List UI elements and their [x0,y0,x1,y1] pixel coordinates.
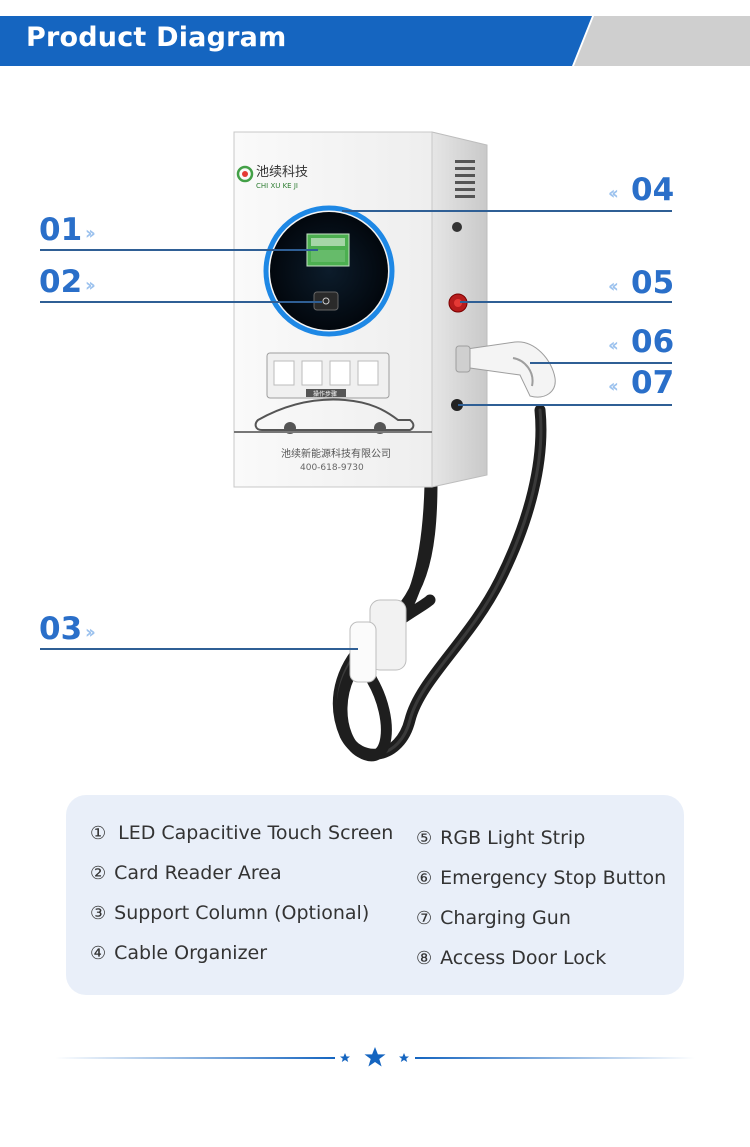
header-bar [0,16,750,66]
rgb-light-strip [263,205,395,337]
star-icon [340,1053,350,1062]
callout-03: 03 [39,611,83,647]
page-title: Product Diagram [26,22,287,53]
cable-holder [349,599,407,683]
svg-text:池续科技: 池续科技 [256,165,308,180]
chevron-right-icon: ›› [85,622,96,643]
star-icon [364,1047,386,1067]
callout-05: 05 [631,265,675,301]
callout-line-01 [40,249,318,251]
legend-card [66,795,684,995]
callout-07: 07 [631,365,675,401]
chevron-left-icon: ‹‹ [608,183,619,204]
charging-gun [455,341,556,398]
callout-line-02 [40,301,322,303]
callout-line-03 [40,648,358,650]
star-icon [399,1053,409,1062]
callout-01: 01 [39,212,83,248]
callout-line-05 [460,301,672,303]
footer-divider [55,1047,695,1067]
charger-illustration: 池续科技 CHI XU KE JI 操作步骤 池续新能源科技有限公司 400-6… [233,131,556,762]
callout-line-07 [458,404,672,406]
svg-text:400-618-9730: 400-618-9730 [300,463,364,473]
callout-line-06 [530,362,672,364]
callout-04: 04 [631,172,675,208]
svg-text:池续新能源科技有限公司: 池续新能源科技有限公司 [281,447,391,460]
callout-06: 06 [631,324,675,360]
chevron-right-icon: ›› [85,275,96,296]
callout-line-04 [342,210,672,212]
svg-text:CHI XU KE JI: CHI XU KE JI [256,182,298,190]
svg-text:操作步骤: 操作步骤 [313,390,337,398]
chevron-left-icon: ‹‹ [608,276,619,297]
chevron-right-icon: ›› [85,223,96,244]
door-lock-icon [452,222,462,232]
callout-02: 02 [39,264,83,300]
chevron-left-icon: ‹‹ [608,376,619,397]
chevron-left-icon: ‹‹ [608,335,619,356]
